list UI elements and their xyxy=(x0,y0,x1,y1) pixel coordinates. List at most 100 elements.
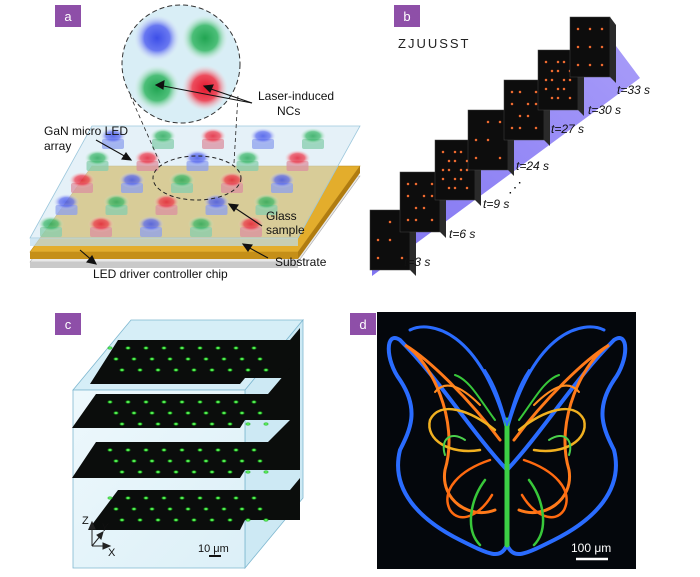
nc-dot xyxy=(103,194,130,210)
butterfly-stroke xyxy=(506,369,530,426)
green-spot xyxy=(215,400,221,404)
butterfly-stroke xyxy=(518,374,560,421)
green-spot xyxy=(107,496,113,500)
green-spot xyxy=(179,448,185,452)
pattern-dot xyxy=(556,69,560,73)
green-spot xyxy=(131,411,137,415)
nc-green xyxy=(182,15,228,61)
green-spot xyxy=(215,496,221,500)
pattern-dot xyxy=(556,96,560,100)
pattern-dot xyxy=(453,159,457,163)
pattern-dot xyxy=(550,78,554,82)
green-spot xyxy=(203,459,209,463)
butterfly-stroke xyxy=(517,407,586,453)
green-spot xyxy=(125,496,131,500)
nc-dot xyxy=(234,150,261,166)
nc-dot xyxy=(88,216,114,232)
pattern-dot xyxy=(544,87,548,91)
pattern-dot xyxy=(562,60,566,64)
label-gan-1: GaN micro LED xyxy=(44,124,128,138)
green-spot xyxy=(113,357,119,361)
butterfly-stroke xyxy=(446,458,494,519)
green-spot xyxy=(251,400,257,404)
butterfly-stroke xyxy=(469,478,487,547)
green-spot xyxy=(161,400,167,404)
green-spot xyxy=(209,470,215,474)
green-spot xyxy=(191,368,197,372)
pattern-dot xyxy=(406,194,410,198)
green-spot xyxy=(149,357,155,361)
green-spot xyxy=(125,448,131,452)
green-spot xyxy=(209,422,215,426)
pattern-dot xyxy=(556,87,560,91)
butterfly-stroke xyxy=(484,369,508,426)
label-laser-2: NCs xyxy=(277,104,300,118)
green-spot xyxy=(233,496,239,500)
nc-dot xyxy=(269,172,295,188)
green-spot xyxy=(107,400,113,404)
annotation-arrows xyxy=(79,80,269,265)
green-spot xyxy=(137,422,143,426)
green-spot xyxy=(245,422,251,426)
green-spot xyxy=(215,346,221,350)
green-spot xyxy=(221,357,227,361)
pattern-dot xyxy=(486,138,490,142)
green-spot xyxy=(233,346,239,350)
pattern-dot xyxy=(600,27,604,31)
pattern-dot xyxy=(400,256,404,260)
label-laser-1: Laser-induced xyxy=(258,89,334,103)
time-label-2: t=6 s xyxy=(449,227,475,241)
frame-edge xyxy=(610,17,616,83)
nc-green-2 xyxy=(134,65,180,111)
pattern-dot xyxy=(414,182,418,186)
pattern-dot xyxy=(518,90,522,94)
green-spot xyxy=(239,411,245,415)
pattern-dot xyxy=(576,27,580,31)
green-spot xyxy=(197,400,203,404)
panel-d: 100 μm xyxy=(377,312,636,569)
green-spot xyxy=(257,507,263,511)
nc-dot xyxy=(300,128,326,144)
panel-tag-c: c xyxy=(55,313,81,335)
butterfly-image xyxy=(386,325,628,556)
green-spot xyxy=(119,518,125,522)
green-spot xyxy=(251,346,257,350)
nc-dot xyxy=(100,128,126,144)
pattern-dot xyxy=(544,60,548,64)
green-spot xyxy=(167,459,173,463)
nc-dot xyxy=(238,216,264,232)
pattern-dot xyxy=(568,96,572,100)
pattern-dot xyxy=(441,168,445,172)
green-spot xyxy=(251,448,257,452)
green-spot xyxy=(167,507,173,511)
butterfly-stroke xyxy=(404,343,502,515)
pattern-dot xyxy=(447,168,451,172)
pattern-dot xyxy=(510,102,514,106)
pattern-dot xyxy=(576,63,580,67)
nc-dot xyxy=(153,194,180,210)
label-gan-2: array xyxy=(44,139,71,153)
nc-dot xyxy=(134,150,161,166)
time-label-7: t=33 s xyxy=(617,83,650,97)
panel-c: Z Y X 10 μm xyxy=(72,318,304,570)
green-spot xyxy=(125,400,131,404)
pattern-dot xyxy=(414,218,418,222)
nc-dot xyxy=(119,172,145,188)
pattern-dot xyxy=(518,126,522,130)
frame-stack xyxy=(369,16,616,276)
green-spot xyxy=(263,368,269,372)
time-labels: t=3 s t=6 s t=9 s t=24 s t=27 s t=30 s t… xyxy=(404,83,650,269)
pattern-dot xyxy=(534,102,538,106)
butterfly-stroke xyxy=(548,435,572,456)
pattern-dot xyxy=(422,194,426,198)
pattern-dot xyxy=(406,182,410,186)
green-spot xyxy=(131,357,137,361)
panel-tag-a: a xyxy=(55,5,81,27)
green-spot xyxy=(185,459,191,463)
panel-a: Laser-induced NCs GaN micro LED array Gl… xyxy=(29,4,361,281)
pattern-dot xyxy=(388,238,392,242)
green-spot xyxy=(143,496,149,500)
green-spot xyxy=(257,357,263,361)
pattern-dot xyxy=(526,114,530,118)
